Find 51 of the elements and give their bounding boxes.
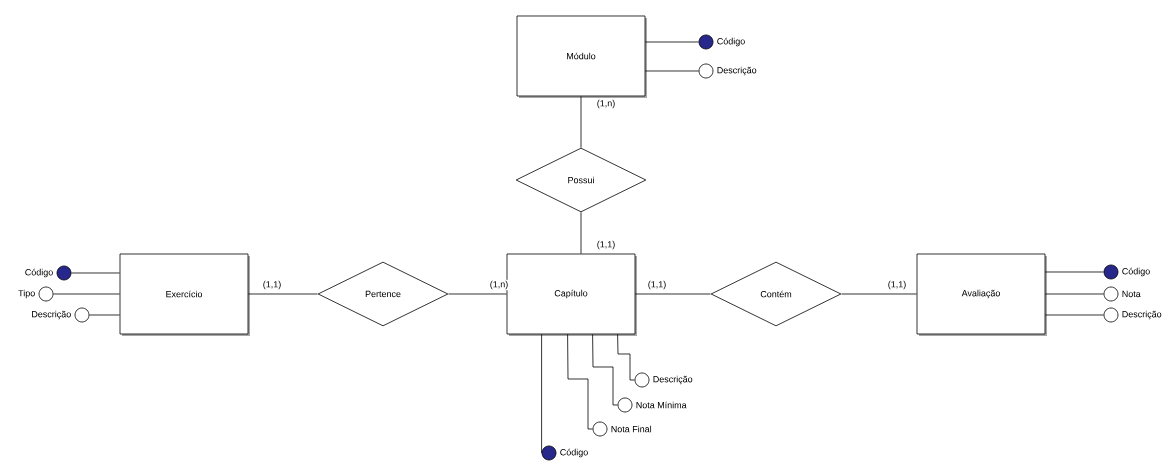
connector-line [1045, 271, 1104, 273]
connector-line [248, 293, 318, 295]
attribute-label: Tipo [18, 289, 35, 299]
connector-line [592, 334, 618, 406]
attribute-circle [38, 286, 54, 302]
cardinality-label: (1,1) [886, 279, 908, 291]
connector-line [617, 334, 635, 381]
attribute-label: Código [1122, 267, 1150, 277]
attribute-label: Nota Mínima [636, 401, 687, 409]
key-attribute-dot [698, 34, 714, 50]
attribute-label: Código [25, 268, 53, 278]
attribute-circle [634, 372, 650, 388]
attribute-label: Nota [1122, 290, 1141, 298]
attribute-label: Código [560, 448, 588, 458]
entity-box: Avaliação [916, 253, 1046, 335]
cardinality-label: (1,1) [261, 279, 283, 291]
connector-line [71, 272, 120, 274]
attribute-circle [617, 397, 633, 413]
attribute-circle [1103, 286, 1119, 302]
attribute-label: Descrição [32, 310, 71, 320]
connector-line [448, 293, 507, 295]
connector-line [567, 334, 593, 430]
key-attribute-dot [1103, 264, 1119, 280]
connector-line [841, 293, 917, 295]
attribute-label: Descrição [717, 66, 757, 76]
connector-line [580, 96, 582, 148]
connector-line [89, 314, 120, 316]
attribute-circle [592, 421, 608, 437]
attribute-circle [1103, 307, 1119, 323]
connector-line [53, 293, 120, 295]
connector-line [580, 212, 582, 254]
entity-box: Módulo [516, 15, 646, 97]
connector-line [541, 334, 542, 454]
attribute-label: Descrição [653, 375, 693, 385]
cardinality-label: (1,n) [595, 98, 617, 110]
attribute-label: Código [717, 37, 745, 47]
attribute-label: Nota Final [611, 425, 652, 433]
attribute-label: Descrição [1122, 310, 1162, 320]
key-attribute-dot [56, 265, 72, 281]
cardinality-label: (1,1) [595, 239, 617, 251]
connector-line [1045, 293, 1104, 295]
cardinality-label: (1,1) [646, 279, 668, 291]
entity-box: Exercício [119, 253, 249, 335]
connector-line [645, 41, 699, 43]
attribute-circle [74, 307, 90, 323]
connector-line [635, 293, 711, 295]
connector-line [1045, 314, 1104, 316]
attribute-circle [698, 63, 714, 79]
cardinality-label: (1,n) [488, 279, 510, 291]
key-attribute-dot [541, 445, 557, 461]
connector-line [645, 70, 699, 72]
